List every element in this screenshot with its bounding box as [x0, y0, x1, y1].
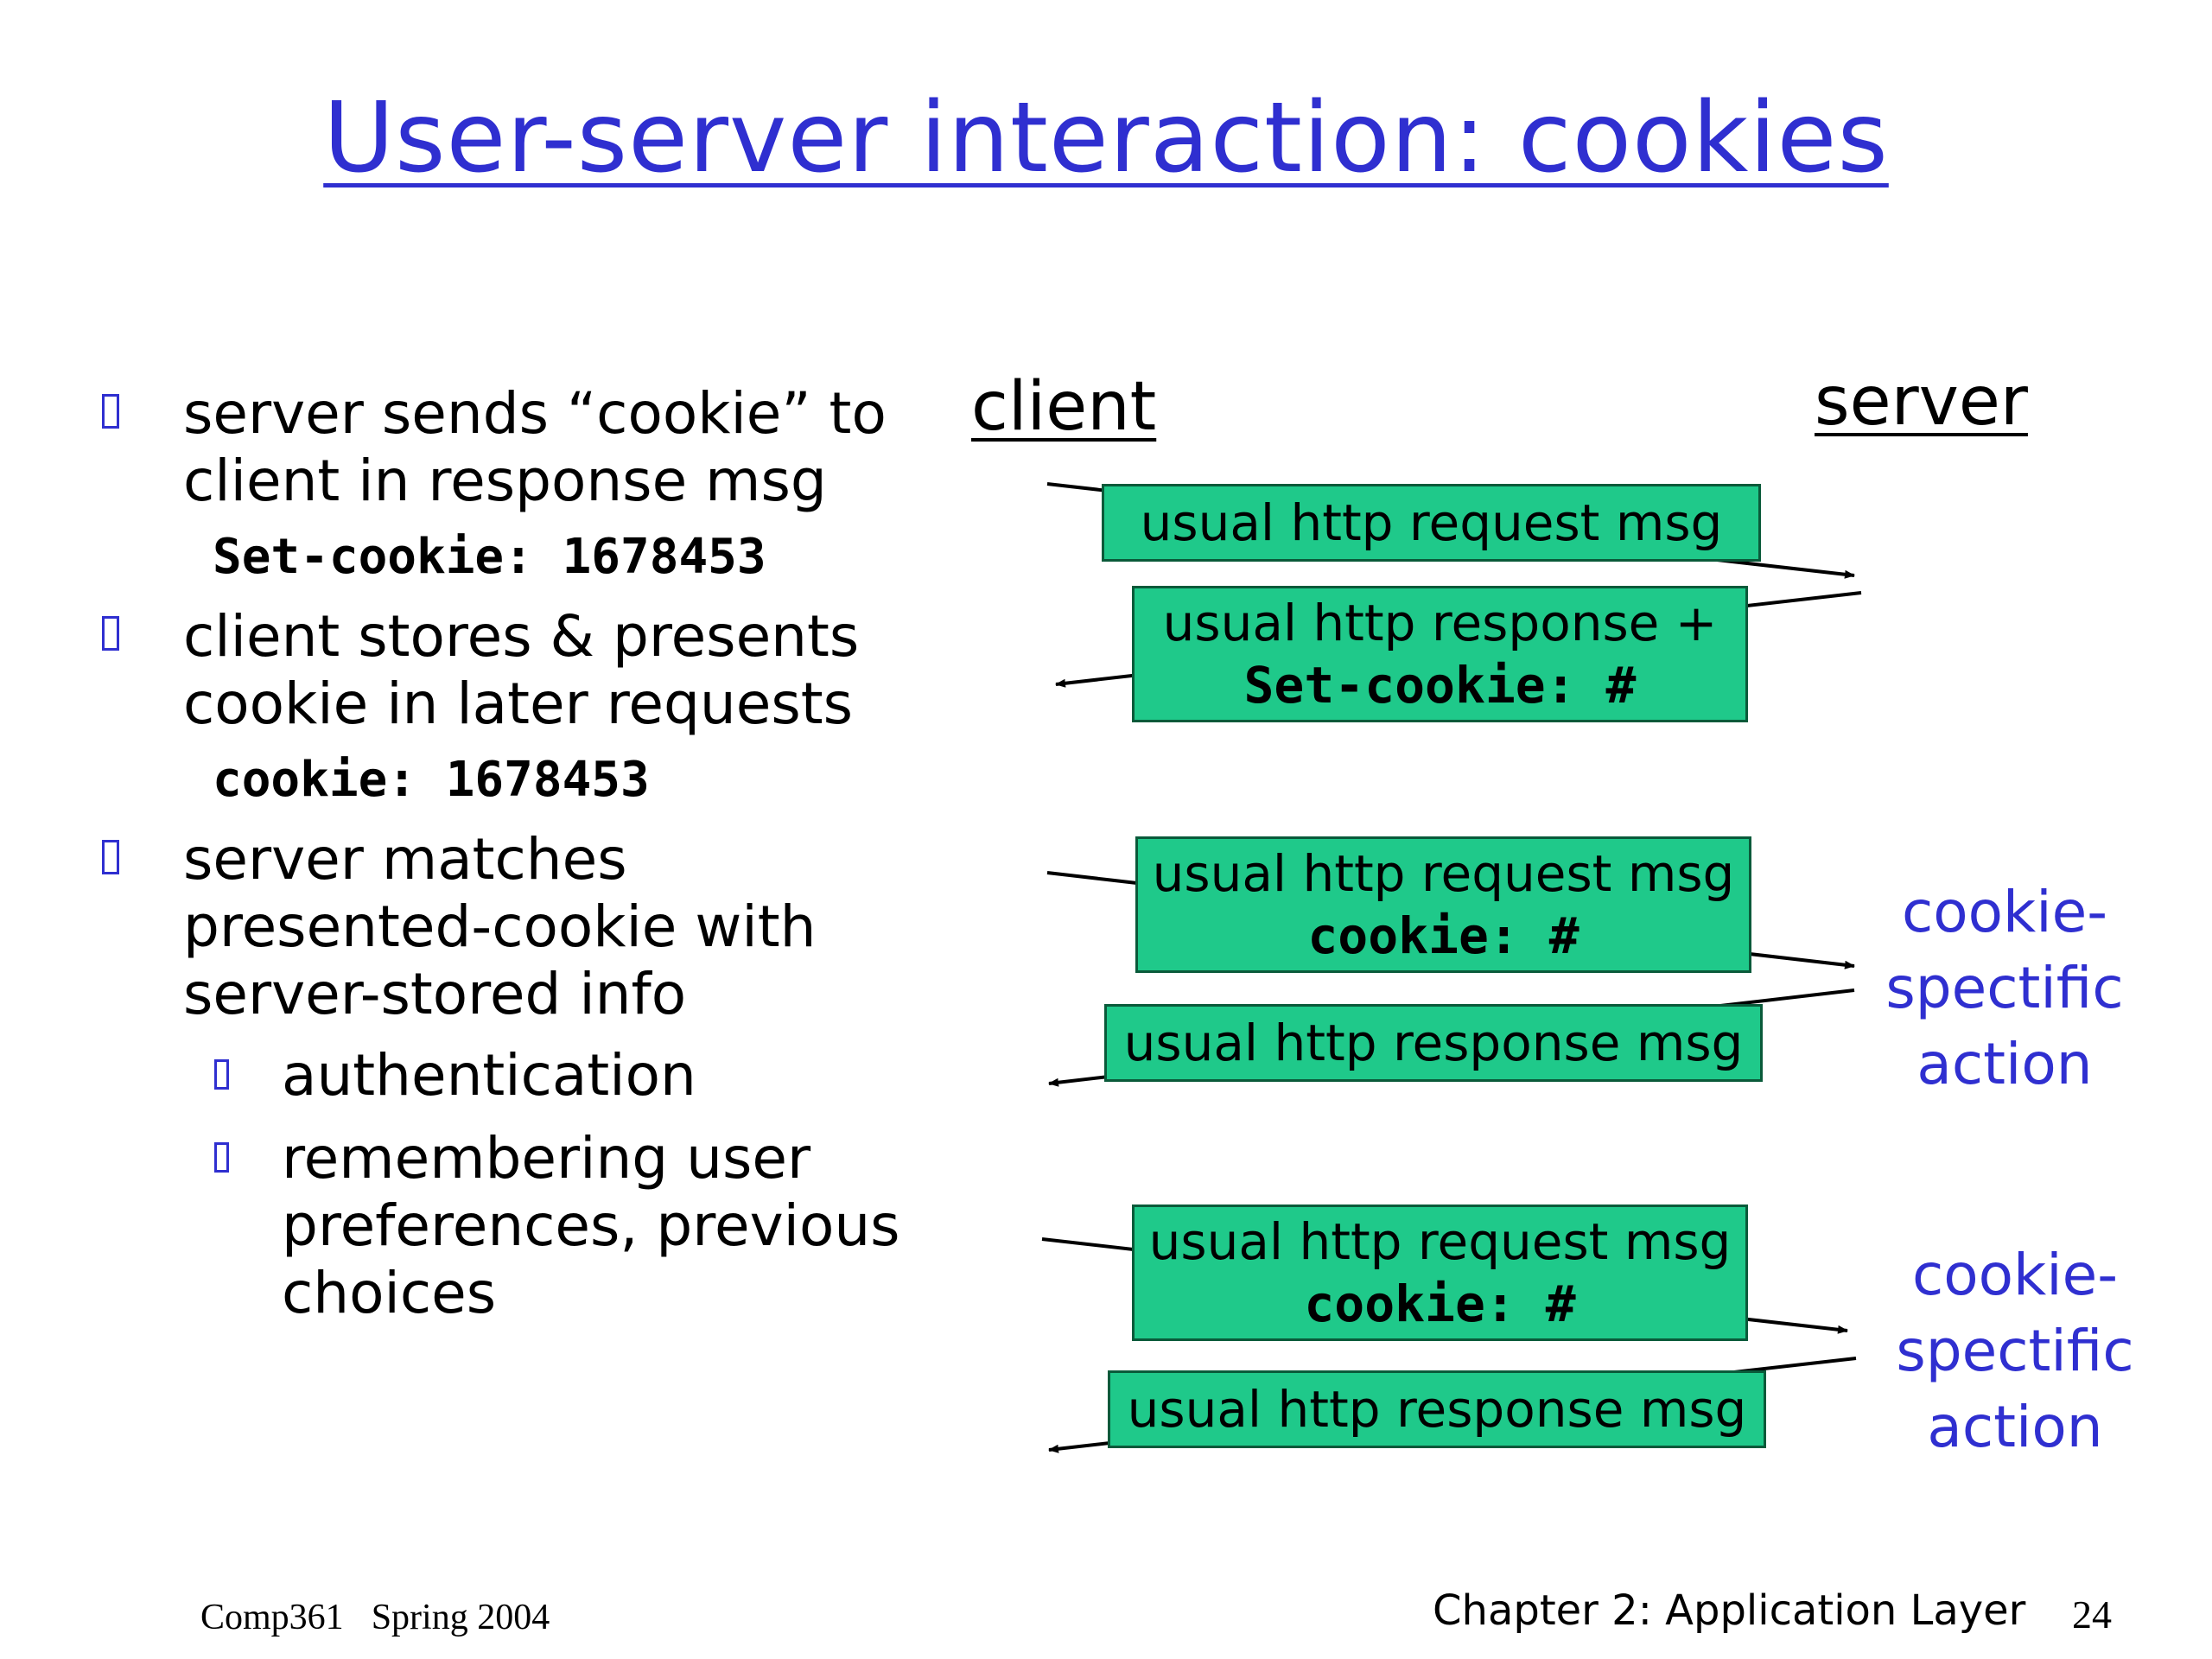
response-msg-box: usual http response msg: [1104, 1004, 1763, 1082]
sub-bullet-icon: [214, 1059, 229, 1090]
sub-bullet-2-line-1: remembering user: [282, 1125, 811, 1192]
cookie-code: cookie: 1678453: [213, 752, 650, 808]
response-set-cookie-box: usual http response + Set-cookie: #: [1132, 586, 1748, 722]
page-number: 24: [2072, 1592, 2112, 1637]
action-line: spectific: [1896, 1318, 2134, 1384]
sub-bullet-2-line-3: choices: [282, 1260, 497, 1326]
bullet-icon: [102, 394, 119, 429]
bullet-3-line-2: presented-cookie with: [183, 893, 817, 960]
bullet-icon: [102, 840, 119, 874]
message-line: usual http request msg: [1148, 1212, 1732, 1271]
action-line: action: [1916, 1031, 2093, 1097]
sub-bullet-2-line-2: preferences, previous: [282, 1192, 900, 1259]
bullet-1-line-2: client in response msg: [183, 448, 827, 514]
action-line: spectific: [1885, 955, 2124, 1021]
bullet-icon: [102, 616, 119, 651]
sub-bullet-authentication: authentication: [282, 1042, 696, 1109]
course-term: Spring 2004: [371, 1598, 550, 1637]
client-label: client: [971, 368, 1157, 446]
cookie-action-label: cookie- spectific action: [1866, 874, 2143, 1103]
message-line: usual http response msg: [1127, 1380, 1747, 1439]
bullet-2-line-1: client stores & presents: [183, 603, 860, 670]
action-line: cookie-: [1911, 1242, 2119, 1308]
footer-course: Comp361 Spring 2004: [200, 1597, 550, 1638]
bullet-1-line-1: server sends “cookie” to: [183, 380, 887, 447]
message-line: usual http request msg: [1140, 493, 1723, 552]
response-msg-box: usual http response msg: [1108, 1370, 1766, 1448]
message-line: usual http request msg: [1152, 844, 1735, 903]
bullet-2-line-2: cookie in later requests: [183, 671, 853, 737]
request-cookie-box: usual http request msg cookie: #: [1135, 836, 1751, 973]
request-msg-box: usual http request msg: [1102, 484, 1761, 562]
message-line: usual http response msg: [1123, 1014, 1744, 1072]
set-cookie-code: Set-cookie: 1678453: [213, 529, 766, 585]
footer-chapter: Chapter 2: Application Layer: [1433, 1586, 2026, 1635]
slide-title: User-server interaction: cookies: [323, 82, 1889, 194]
server-label: server: [1815, 363, 2028, 441]
sub-bullet-icon: [214, 1142, 229, 1173]
message-code-line: cookie: #: [1304, 1274, 1576, 1333]
message-code-line: cookie: #: [1307, 906, 1580, 965]
bullet-3-line-3: server-stored info: [183, 961, 687, 1027]
bullet-3-line-1: server matches: [183, 826, 627, 893]
cookie-action-label: cookie- spectific action: [1877, 1237, 2153, 1465]
request-cookie-box: usual http request msg cookie: #: [1132, 1205, 1748, 1341]
message-line: usual http response +: [1162, 594, 1718, 652]
action-line: action: [1927, 1394, 2103, 1460]
course-name: Comp361: [200, 1598, 344, 1637]
action-line: cookie-: [1901, 879, 2108, 945]
message-code-line: Set-cookie: #: [1243, 656, 1637, 715]
